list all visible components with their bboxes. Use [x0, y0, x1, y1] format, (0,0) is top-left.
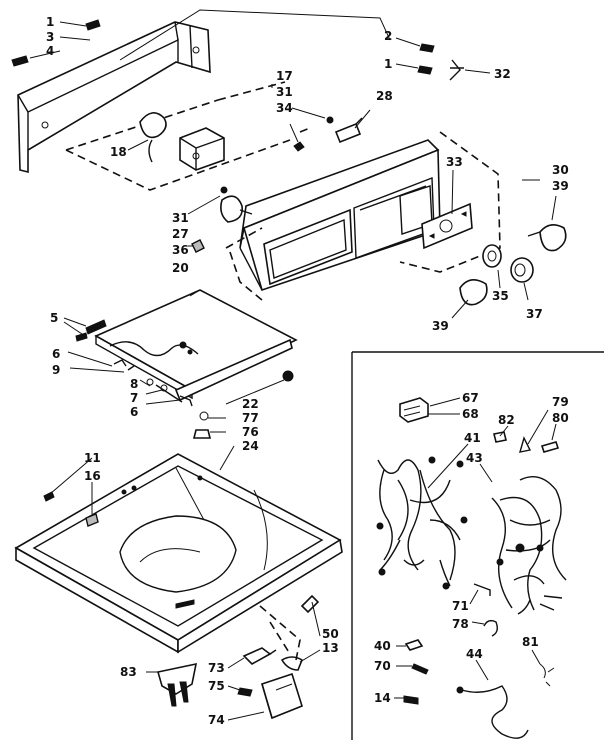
terminal-40 [404, 639, 424, 651]
label-68: 68 [462, 407, 479, 421]
label-78: 78 [452, 617, 469, 631]
label-8: 8 [130, 377, 138, 391]
housing-74 [261, 672, 303, 720]
label-81: 81 [522, 635, 539, 649]
label-1-top-right: 1 [384, 57, 392, 71]
part-50-13 [280, 594, 320, 671]
timer-motor [179, 127, 225, 171]
label-37: 37 [526, 307, 543, 321]
label-9: 9 [52, 363, 60, 377]
label-11: 11 [84, 451, 101, 465]
label-74: 74 [208, 713, 225, 727]
label-40: 40 [374, 639, 391, 653]
label-80: 80 [552, 411, 569, 425]
part-81 [539, 663, 555, 687]
label-71: 71 [452, 599, 469, 613]
label-5: 5 [50, 311, 58, 325]
harness-41 [376, 456, 468, 590]
label-32: 32 [494, 67, 511, 81]
label-41: 41 [464, 431, 481, 445]
terminal-70 [411, 663, 429, 675]
label-20: 20 [172, 261, 189, 275]
label-2: 2 [384, 29, 392, 43]
label-1-top-left: 1 [46, 15, 54, 29]
label-6-b: 6 [130, 405, 138, 419]
screw-11-16 [43, 491, 99, 527]
bumper-22 [282, 370, 294, 382]
screw-2 [419, 43, 435, 53]
label-39-upper: 39 [552, 179, 569, 193]
hook-78 [483, 619, 499, 637]
screw-1 [85, 19, 101, 31]
harness-43 [491, 476, 567, 615]
label-3: 3 [46, 30, 54, 44]
clip-36 [191, 239, 205, 253]
knob-39-lower [459, 279, 488, 306]
label-36: 36 [172, 243, 189, 257]
label-82: 82 [498, 413, 515, 427]
label-35: 35 [492, 289, 509, 303]
connector-79 [519, 436, 532, 453]
label-14: 14 [374, 691, 391, 705]
label-24: 24 [242, 439, 259, 453]
label-4: 4 [46, 44, 54, 58]
cord-44 [456, 685, 529, 739]
label-27: 27 [172, 227, 189, 241]
label-34: 34 [276, 101, 293, 115]
label-70: 70 [374, 659, 391, 673]
label-33: 33 [446, 155, 463, 169]
washer-top-24 [14, 453, 343, 654]
console-panel [239, 139, 441, 292]
label-83: 83 [120, 665, 137, 679]
hinge-5 [75, 319, 107, 342]
label-22: 22 [242, 397, 259, 411]
label-73: 73 [208, 661, 225, 675]
spring-77-76 [192, 411, 212, 439]
control-panel-bracket [17, 9, 391, 174]
screw-75 [237, 687, 253, 697]
knob-30-39-upper [527, 224, 567, 252]
bracket-83 [156, 662, 198, 707]
connector-71 [473, 583, 491, 596]
label-6-a: 6 [52, 347, 60, 361]
terminal-14 [403, 695, 419, 705]
knob-35 [482, 244, 502, 268]
terminal-block-67 [399, 397, 429, 423]
label-28: 28 [376, 89, 393, 103]
screw-1b [417, 65, 433, 75]
selector-plate-33 [421, 202, 473, 250]
small-parts-6-9 [113, 359, 193, 407]
connector-80 [540, 441, 560, 453]
label-75: 75 [208, 679, 225, 693]
lid-20 [94, 289, 298, 403]
knob-37 [510, 257, 534, 283]
label-17: 17 [276, 69, 293, 83]
label-76: 76 [242, 425, 259, 439]
label-44: 44 [466, 647, 483, 661]
bracket-28 [334, 117, 363, 144]
clip-32 [449, 59, 464, 81]
label-43: 43 [466, 451, 483, 465]
label-7: 7 [130, 391, 138, 405]
label-77: 77 [242, 411, 259, 425]
timer-18 [139, 112, 167, 163]
label-13: 13 [322, 641, 339, 655]
label-67: 67 [462, 391, 479, 405]
connector-82 [493, 431, 507, 443]
label-31-upper: 31 [276, 85, 293, 99]
label-31-lower: 31 [172, 211, 189, 225]
label-30: 30 [552, 163, 569, 177]
label-18: 18 [110, 145, 127, 159]
label-39-lower: 39 [432, 319, 449, 333]
label-16: 16 [84, 469, 101, 483]
label-50: 50 [322, 627, 339, 641]
screw-31-34 [293, 116, 334, 152]
switch-27 [220, 186, 253, 223]
wiring-inset [351, 351, 604, 740]
switch-73 [242, 647, 277, 665]
label-79: 79 [552, 395, 569, 409]
screw-4 [11, 55, 29, 67]
part-labels: 1 3 4 2 1 32 17 31 34 28 18 31 27 36 20 … [46, 15, 569, 727]
